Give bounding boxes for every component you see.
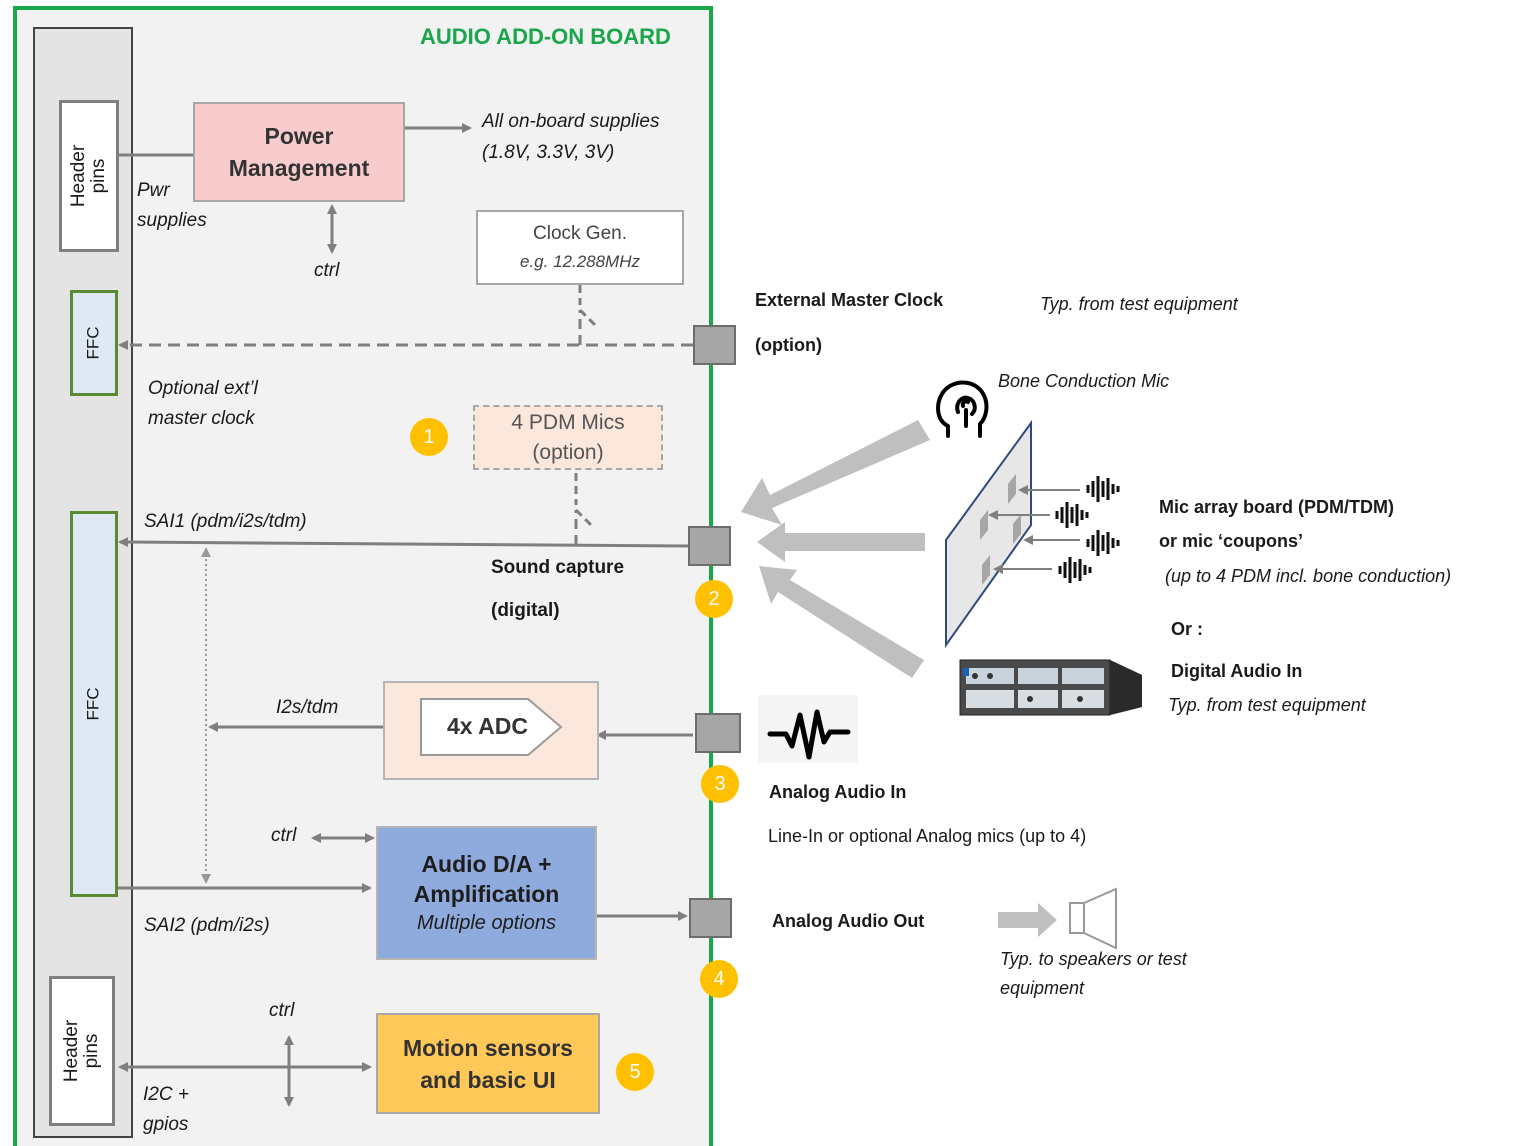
i2s-tdm-label: I2s/tdm <box>276 697 339 718</box>
adc-block: 4x ADC <box>383 681 599 780</box>
optional-clock-label: Optional ext’l master clock <box>148 378 258 429</box>
ffc-main: FFC <box>70 511 118 897</box>
ext-clock-option: (option) <box>755 335 822 355</box>
pdm-mics-block: 4 PDM Mics (option) <box>473 405 663 470</box>
i2c-label: I2C + gpios <box>143 1084 189 1135</box>
test-equipment-icon <box>959 659 1142 716</box>
badge-3: 3 <box>701 765 739 803</box>
badge-1: 1 <box>410 418 448 456</box>
mic-coupons-label: or mic ‘coupons’ <box>1159 531 1304 551</box>
dac-amp-block: Audio D/A + Amplification Multiple optio… <box>376 826 597 960</box>
dac-subtitle: Multiple options <box>417 912 556 934</box>
pm-ctrl-label: ctrl <box>314 260 340 281</box>
digital-in-note: Typ. from test equipment <box>1168 695 1366 715</box>
speaker-icon <box>1069 887 1117 950</box>
digital-in-label: Digital Audio In <box>1171 661 1303 681</box>
analog-waveform-icon <box>758 695 858 763</box>
sound-wave-icon <box>1055 476 1120 583</box>
array-arrow <box>757 522 925 562</box>
port-analog-in <box>695 713 741 753</box>
badge-5: 5 <box>616 1053 654 1091</box>
speaker-arrow <box>998 903 1057 937</box>
header-pins-bottom: Header pins <box>49 976 115 1126</box>
sai1-label: SAI1 (pdm/i2s/tdm) <box>144 511 307 532</box>
analog-in-note: Line-In or optional Analog mics (up to 4… <box>768 826 1087 846</box>
ffc-top: FFC <box>70 290 118 396</box>
supplies-out-label: All on-board supplies (1.8V, 3.3V, 3V) <box>482 111 660 163</box>
motion-ctrl-label: ctrl <box>269 1000 295 1021</box>
clock-gen-label: Clock Gen. <box>533 222 627 244</box>
analog-out-note: Typ. to speakers or test equipment <box>1000 949 1187 998</box>
adc-label: 4x ADC <box>447 713 528 739</box>
board-title: AUDIO ADD-ON BOARD <box>420 24 671 49</box>
port-sound-capture <box>688 526 731 566</box>
analog-out-label: Analog Audio Out <box>772 911 925 931</box>
head-mic-icon <box>936 380 989 438</box>
pdm-mics-label: 4 PDM Mics (option) <box>511 410 625 464</box>
power-management-block: Power Management <box>193 102 405 202</box>
sai1-line <box>118 537 689 548</box>
bone-mic-arrow <box>741 420 930 525</box>
mic-array-label: Mic array board (PDM/TDM) <box>1159 497 1395 517</box>
bone-mic-label: Bone Conduction Mic <box>998 371 1170 391</box>
pwr-supplies-label: Pwr supplies <box>137 180 207 231</box>
power-management-label: Power Management <box>228 123 370 181</box>
port-ext-clock <box>693 325 736 365</box>
port-analog-out <box>689 898 732 938</box>
analog-in-label: Analog Audio In <box>769 782 907 802</box>
badge-4: 4 <box>700 960 738 998</box>
mic-array-note: (up to 4 PDM incl. bone conduction) <box>1165 566 1452 586</box>
clock-freq-label: e.g. 12.288MHz <box>519 251 640 271</box>
motion-sensors-block: Motion sensors and basic UI <box>376 1013 600 1114</box>
clock-gen-block: Clock Gen. e.g. 12.288MHz <box>476 210 684 285</box>
badge-2: 2 <box>695 580 733 618</box>
dac-title: Audio D/A + Amplification <box>413 851 560 907</box>
sound-capture-label: Sound capture <box>491 557 625 578</box>
header-pins-top: Header pins <box>59 100 119 252</box>
ext-clock-label: External Master Clock <box>755 290 944 310</box>
sound-capture-sub: (digital) <box>491 600 560 621</box>
ext-clock-note: Typ. from test equipment <box>1040 294 1238 314</box>
mic-array-board <box>945 419 1080 649</box>
motion-label: Motion sensors and basic UI <box>403 1034 573 1093</box>
digital-in-arrow <box>759 566 924 678</box>
input-arrows <box>741 420 1057 937</box>
or-label: Or : <box>1171 619 1204 639</box>
dac-ctrl-label: ctrl <box>271 825 297 846</box>
sai2-label: SAI2 (pdm/i2s) <box>144 915 270 936</box>
